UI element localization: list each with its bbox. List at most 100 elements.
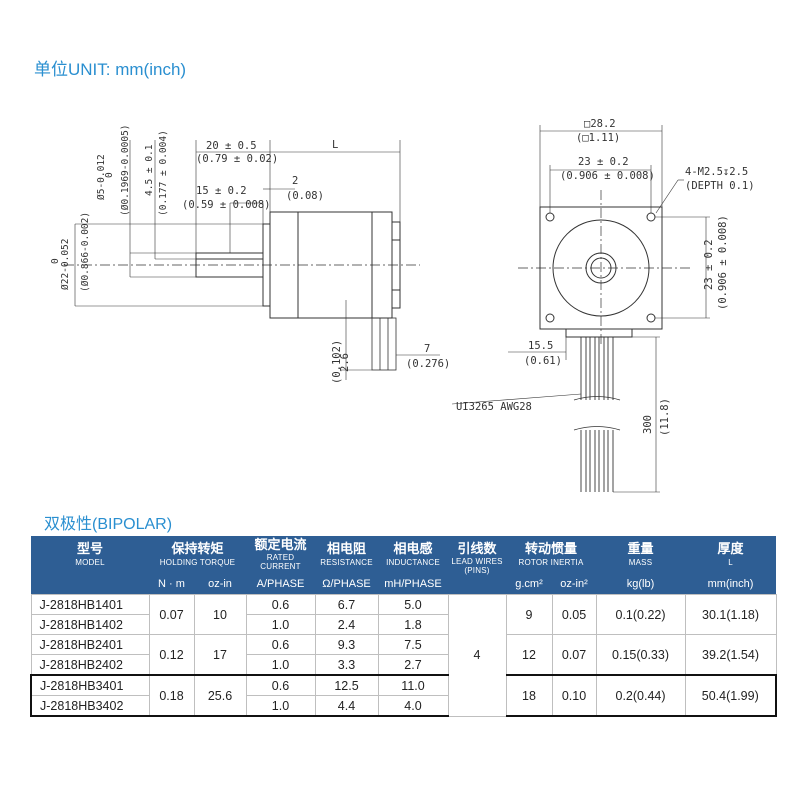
cable-spec-label: UI3265 AWG28 <box>456 401 532 413</box>
dim-mount-holes: 4-M2.5↧2.5 <box>685 166 748 178</box>
dim-lead-height-inch: (0.276) <box>406 358 450 370</box>
torque-ozin-cell: 17 <box>193 634 247 676</box>
current-cell: 0.6 <box>245 594 316 615</box>
inductance-cell: 2.7 <box>377 654 449 676</box>
dim-pilot-dia: Ø22-0.052 <box>60 239 71 290</box>
dim-body-length: L <box>332 139 338 151</box>
table-row: J-2818HB2401 0.12 17 0.6 9.3 7.5 12 0.07… <box>30 634 777 676</box>
torque-nm-cell: 0.18 <box>148 674 195 717</box>
inertia-ozin2-cell: 0.05 <box>551 594 597 635</box>
mass-cell: 0.2(0.44) <box>595 674 686 717</box>
torque-ozin-cell: 10 <box>193 594 247 635</box>
dim-cable-length-inch: (11.8) <box>659 398 671 436</box>
dim-lead-height: 7 <box>424 343 430 355</box>
resistance-cell: 6.7 <box>314 594 379 615</box>
dim-shaft-dia-inch: (Ø0.1969-0.0005) <box>120 124 131 216</box>
resistance-cell: 4.4 <box>314 695 379 717</box>
model-cell: J-2818HB1402 <box>30 614 150 635</box>
table-units-row: N · m oz-in A/PHASE Ω/PHASE mH/PHASE g.c… <box>31 574 777 595</box>
unit-inertia-ozin2: oz-in² <box>552 574 597 595</box>
dim-hole-spacing: 23 ± 0.2 <box>578 156 629 168</box>
model-cell: J-2818HB3401 <box>30 674 150 696</box>
unit-resistance: Ω/PHASE <box>315 574 378 595</box>
dim-flat-length-inch: (0.79 ± 0.02) <box>196 153 278 165</box>
model-cell: J-2818HB2401 <box>30 634 150 655</box>
current-cell: 1.0 <box>245 695 316 717</box>
resistance-cell: 3.3 <box>314 654 379 676</box>
inertia-ozin2-cell: 0.10 <box>551 674 597 717</box>
unit-torque-nm: N · m <box>149 574 194 595</box>
dim-shaft-dia: Ø5-0.012 <box>96 154 107 200</box>
dim-lead-pos: 15.5 <box>528 340 553 352</box>
dim-square: □28.2 <box>584 118 616 130</box>
current-cell: 1.0 <box>245 614 316 635</box>
dim-square-inch: (□1.11) <box>576 132 620 144</box>
resistance-cell: 9.3 <box>314 634 379 655</box>
unit-length: mm(inch) <box>685 574 777 595</box>
length-cell: 30.1(1.18) <box>684 594 777 635</box>
dim-shaft-flat-inch: (0.59 ± 0.008) <box>182 199 271 211</box>
inertia-ozin2-cell: 0.07 <box>551 634 597 676</box>
unit-blank <box>31 574 149 595</box>
inductance-cell: 11.0 <box>377 674 449 696</box>
table-row: J-2818HB1402 1.0 2.4 1.8 <box>30 614 776 635</box>
dim-boss-inch: (0.08) <box>286 190 324 202</box>
dim-flat-depth-inch: (0.177 ± 0.004) <box>158 130 169 216</box>
torque-nm-cell: 0.07 <box>148 594 195 635</box>
table-row: J-2818HB2402 1.0 3.3 2.7 <box>30 654 776 676</box>
dim-cable-length: 300 <box>642 415 654 434</box>
resistance-cell: 2.4 <box>314 614 379 635</box>
unit-inertia-gcm2: g.cm² <box>506 574 552 595</box>
dim-boss: 2 <box>292 175 298 187</box>
table-row-highlighted: J-2818HB3402 1.0 4.4 4.0 <box>30 695 776 717</box>
inertia-gcm2-cell: 9 <box>505 594 553 635</box>
dim-pilot-dia-inch: (Ø0.866-0.002) <box>80 212 91 292</box>
torque-nm-cell: 0.12 <box>148 634 195 676</box>
dim-flat-length: 20 ± 0.5 <box>206 140 257 152</box>
dim-pilot-tol: 0 <box>50 258 61 264</box>
lead-wires-cell: 4 <box>447 594 507 717</box>
unit-inductance: mH/PHASE <box>378 574 448 595</box>
inductance-cell: 5.0 <box>377 594 449 615</box>
current-cell: 0.6 <box>245 634 316 655</box>
torque-ozin-cell: 25.6 <box>193 674 247 717</box>
unit-current: A/PHASE <box>246 574 315 595</box>
model-cell: J-2818HB3402 <box>30 695 150 717</box>
inductance-cell: 7.5 <box>377 634 449 655</box>
length-cell: 50.4(1.99) <box>684 674 778 717</box>
dim-flat-depth: 4.5 ± 0.1 <box>144 144 155 196</box>
current-cell: 0.6 <box>245 674 316 696</box>
dim-lead-offset: 2.6 <box>339 353 351 372</box>
resistance-cell: 12.5 <box>314 674 379 696</box>
table-row-highlighted: J-2818HB3401 0.18 25.6 0.6 12.5 11.0 18 … <box>30 674 778 717</box>
dim-vertical-spacing-inch: (0.906 ± 0.008) <box>717 215 729 310</box>
dim-shaft-dia-tol: 0 <box>104 172 115 178</box>
model-cell: J-2818HB1401 <box>30 594 150 615</box>
unit-title: 单位UNIT: mm(inch) <box>34 60 187 79</box>
inertia-gcm2-cell: 18 <box>505 674 553 717</box>
inertia-gcm2-cell: 12 <box>505 634 553 676</box>
table-row: J-2818HB1401 0.07 10 0.6 6.7 5.0 4 9 0.0… <box>30 594 777 717</box>
model-cell: J-2818HB2402 <box>30 654 150 676</box>
side-view-drawing <box>64 140 440 380</box>
dim-lead-pos-inch: (0.61) <box>524 355 562 367</box>
unit-torque-ozin: oz-in <box>194 574 246 595</box>
dim-shaft-flat: 15 ± 0.2 <box>196 185 247 197</box>
inductance-cell: 1.8 <box>377 614 449 635</box>
mass-cell: 0.1(0.22) <box>595 594 686 635</box>
length-cell: 39.2(1.54) <box>684 634 777 676</box>
dim-vertical-spacing: 23 ± 0.2 <box>703 239 715 290</box>
bipolar-title: 双极性(BIPOLAR) <box>44 516 173 533</box>
inductance-cell: 4.0 <box>377 695 449 717</box>
